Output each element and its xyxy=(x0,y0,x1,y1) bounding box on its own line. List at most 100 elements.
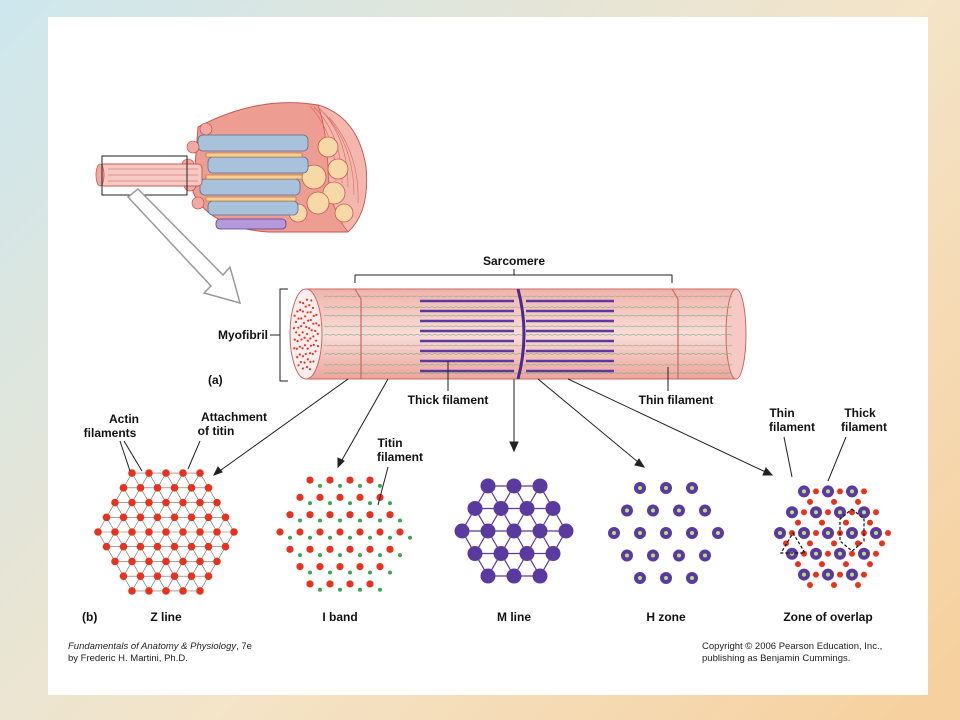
actin-dot xyxy=(336,493,344,501)
myosin-core xyxy=(838,510,842,515)
end-face-dot xyxy=(292,326,296,330)
myosin-dot xyxy=(480,568,496,584)
titin-dot xyxy=(298,553,302,558)
actin-dot xyxy=(187,572,196,580)
titin-label-2: filament xyxy=(377,450,423,464)
actin-dot xyxy=(356,528,364,536)
end-face-dot xyxy=(306,339,309,342)
myosin-dot xyxy=(545,500,561,516)
actin-dot xyxy=(94,528,102,536)
myosin-dot xyxy=(532,568,548,584)
h-zone-cross-section xyxy=(608,481,724,585)
titin-dot xyxy=(308,535,312,540)
actin-dot xyxy=(346,580,354,588)
actin-dot xyxy=(196,528,204,536)
actin-dot xyxy=(162,469,170,477)
sarcomere-bracket xyxy=(354,269,673,283)
titin-dot xyxy=(398,518,402,523)
actin-dot xyxy=(316,563,324,571)
actin-dot xyxy=(204,484,213,492)
myosin-core xyxy=(838,551,842,556)
myosin-core xyxy=(826,572,830,577)
myosin-core xyxy=(625,508,629,513)
end-face-dot xyxy=(303,336,306,339)
section-title-z-line: Z line xyxy=(150,610,182,624)
actin-dot xyxy=(861,530,867,536)
titin-label-1: Titin xyxy=(377,436,402,450)
actin-dot xyxy=(867,561,873,568)
actin-dot xyxy=(885,530,891,536)
end-face-dot xyxy=(296,339,299,343)
actin-dot xyxy=(153,513,162,522)
end-face-dot xyxy=(303,361,306,364)
thick-filaments xyxy=(420,299,614,373)
myosin-core xyxy=(690,531,694,535)
myosin-core xyxy=(664,531,668,535)
myosin-dot xyxy=(532,523,548,539)
myosin-core xyxy=(850,531,854,535)
actin-dot xyxy=(179,498,187,507)
myosin-core xyxy=(651,553,655,558)
thin-filament-line xyxy=(323,314,733,317)
end-face-dot xyxy=(297,364,300,367)
titin-dot xyxy=(298,518,302,523)
myosin-dot xyxy=(532,478,548,494)
myosin-core xyxy=(664,576,668,581)
end-face-dot xyxy=(311,306,315,310)
myosin-core xyxy=(690,485,694,490)
actin-dot xyxy=(102,542,111,551)
copyright-credit: Copyright © 2006 Pearson Education, Inc.… xyxy=(702,641,882,665)
end-face-dot xyxy=(296,310,299,313)
myosin-dot xyxy=(493,500,509,516)
part-b-label: (b) xyxy=(82,610,97,624)
section-pointers xyxy=(212,378,774,476)
hexagon-outline xyxy=(839,508,865,552)
actin-dot xyxy=(136,484,145,492)
thin-filament-line xyxy=(323,306,733,308)
actin-dot xyxy=(170,513,179,522)
end-face-dot xyxy=(306,332,309,336)
actin-dot xyxy=(819,561,825,568)
actin-dot xyxy=(316,528,324,536)
myosin-dot xyxy=(480,478,496,494)
actin-dot xyxy=(196,469,204,477)
myosin-dot xyxy=(545,546,561,562)
thin-small-label-2: filament xyxy=(769,420,815,434)
actin-dot xyxy=(145,469,153,477)
titin-dot xyxy=(378,587,382,592)
myosin-core xyxy=(814,551,818,556)
actin-dot xyxy=(801,550,807,557)
actin-dot xyxy=(366,545,374,553)
myosin-core xyxy=(778,531,782,535)
callout-arrow xyxy=(126,187,242,305)
titin-dot xyxy=(318,587,322,592)
myosin-core xyxy=(790,551,794,556)
actin-dot xyxy=(316,493,324,501)
end-face-dot xyxy=(306,347,309,350)
actin-dot xyxy=(326,580,334,588)
actin-dot xyxy=(286,511,294,519)
actin-dot xyxy=(276,528,284,536)
actin-dot xyxy=(230,528,238,536)
titin-dot xyxy=(318,518,322,523)
book-title: Fundamentals of Anatomy & Physiology xyxy=(68,641,237,652)
myosin-dot xyxy=(467,500,483,516)
thin-filament-line xyxy=(323,334,733,336)
copyright-line-2: publishing as Benjamin Cummings. xyxy=(702,653,851,664)
actin-dot xyxy=(179,528,187,536)
end-face-dot xyxy=(297,326,300,329)
actin-dot xyxy=(831,498,837,505)
end-face-dot xyxy=(301,347,304,350)
myosin-dot xyxy=(493,546,509,562)
thick-small-label-2: filament xyxy=(841,420,887,434)
actin-dot xyxy=(306,580,314,588)
muscle-fiber-illustration xyxy=(95,102,368,233)
end-face-dot xyxy=(314,339,318,342)
actin-dot xyxy=(162,587,170,595)
end-face-dot xyxy=(298,353,301,356)
actin-dot xyxy=(153,542,162,551)
end-face-dot xyxy=(299,301,302,304)
myosin-dot xyxy=(558,523,574,539)
end-face-dot xyxy=(309,318,312,322)
actin-dot xyxy=(162,557,170,566)
